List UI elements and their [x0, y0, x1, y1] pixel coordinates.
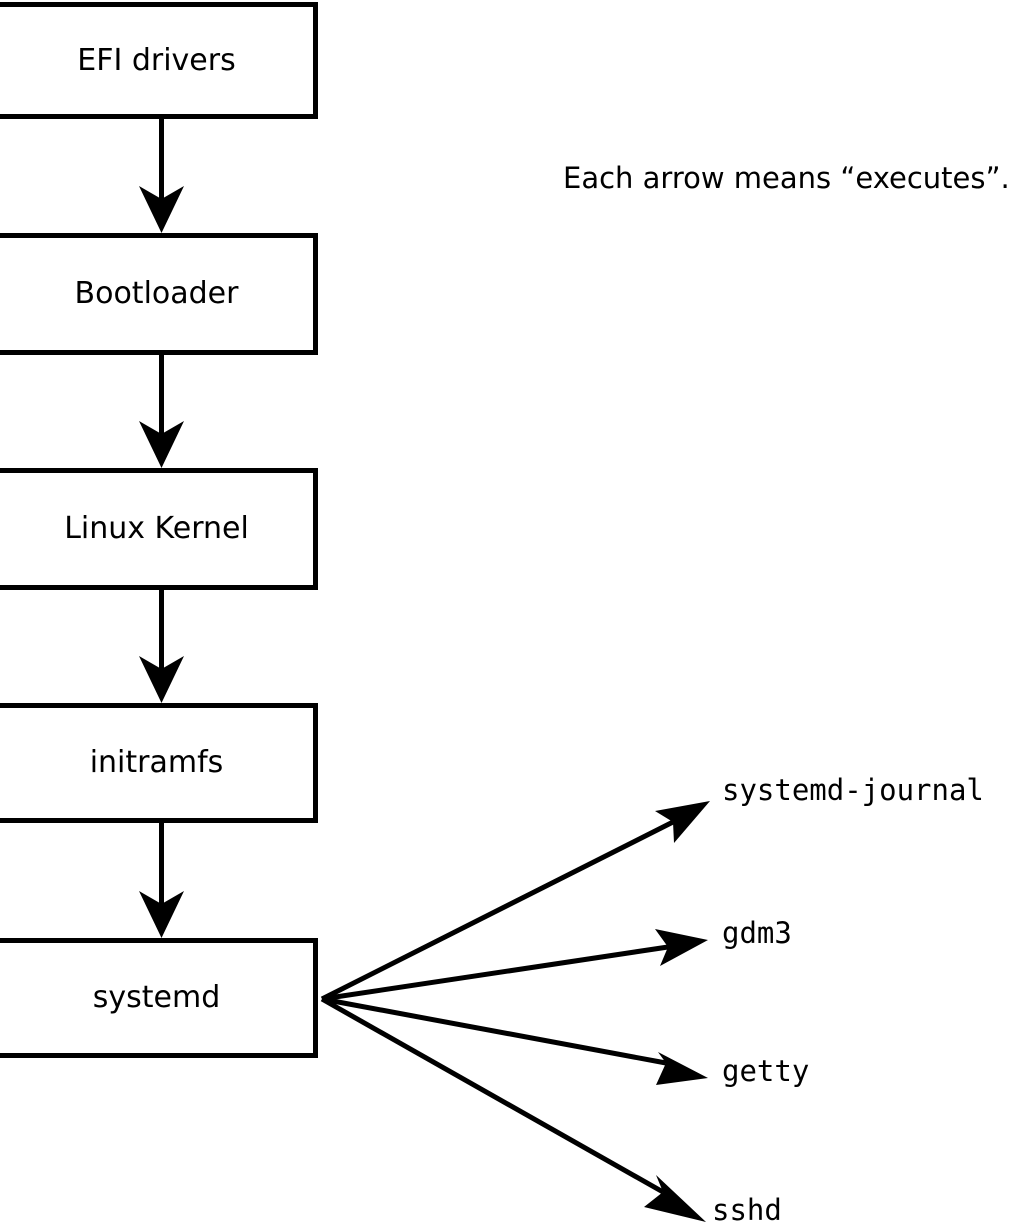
node-systemd-journal-label[interactable]: systemd-journal: [722, 773, 984, 807]
arrow-systemd-to-sshd: [320, 996, 706, 1222]
node-sshd-label[interactable]: sshd: [712, 1193, 782, 1227]
node-getty-label[interactable]: getty: [722, 1054, 810, 1088]
node-bootloader-label: Bootloader: [74, 276, 239, 311]
node-efi-drivers[interactable]: EFI drivers: [0, 2, 318, 119]
arrow-systemd-to-gdm3: [321, 929, 708, 1002]
node-initramfs-label: initramfs: [89, 745, 224, 780]
arrow-initramfs-to-systemd: [139, 823, 184, 938]
node-initramfs[interactable]: initramfs: [0, 703, 318, 823]
arrow-kernel-to-initramfs: [139, 590, 184, 703]
arrow-systemd-to-getty: [321, 996, 708, 1085]
arrow-systemd-to-systemd-journal: [320, 801, 710, 1002]
node-systemd[interactable]: systemd: [0, 938, 318, 1058]
diagram-caption: Each arrow means “executes”.: [563, 161, 1010, 195]
node-gdm3-label[interactable]: gdm3: [722, 916, 792, 950]
arrow-bootloader-to-kernel: [139, 355, 184, 468]
node-systemd-label: systemd: [92, 980, 221, 1015]
arrow-efi-to-bootloader: [139, 119, 184, 233]
node-linux-kernel[interactable]: Linux Kernel: [0, 468, 318, 590]
node-bootloader[interactable]: Bootloader: [0, 233, 318, 355]
node-linux-kernel-label: Linux Kernel: [64, 511, 249, 546]
node-efi-drivers-label: EFI drivers: [77, 42, 236, 78]
